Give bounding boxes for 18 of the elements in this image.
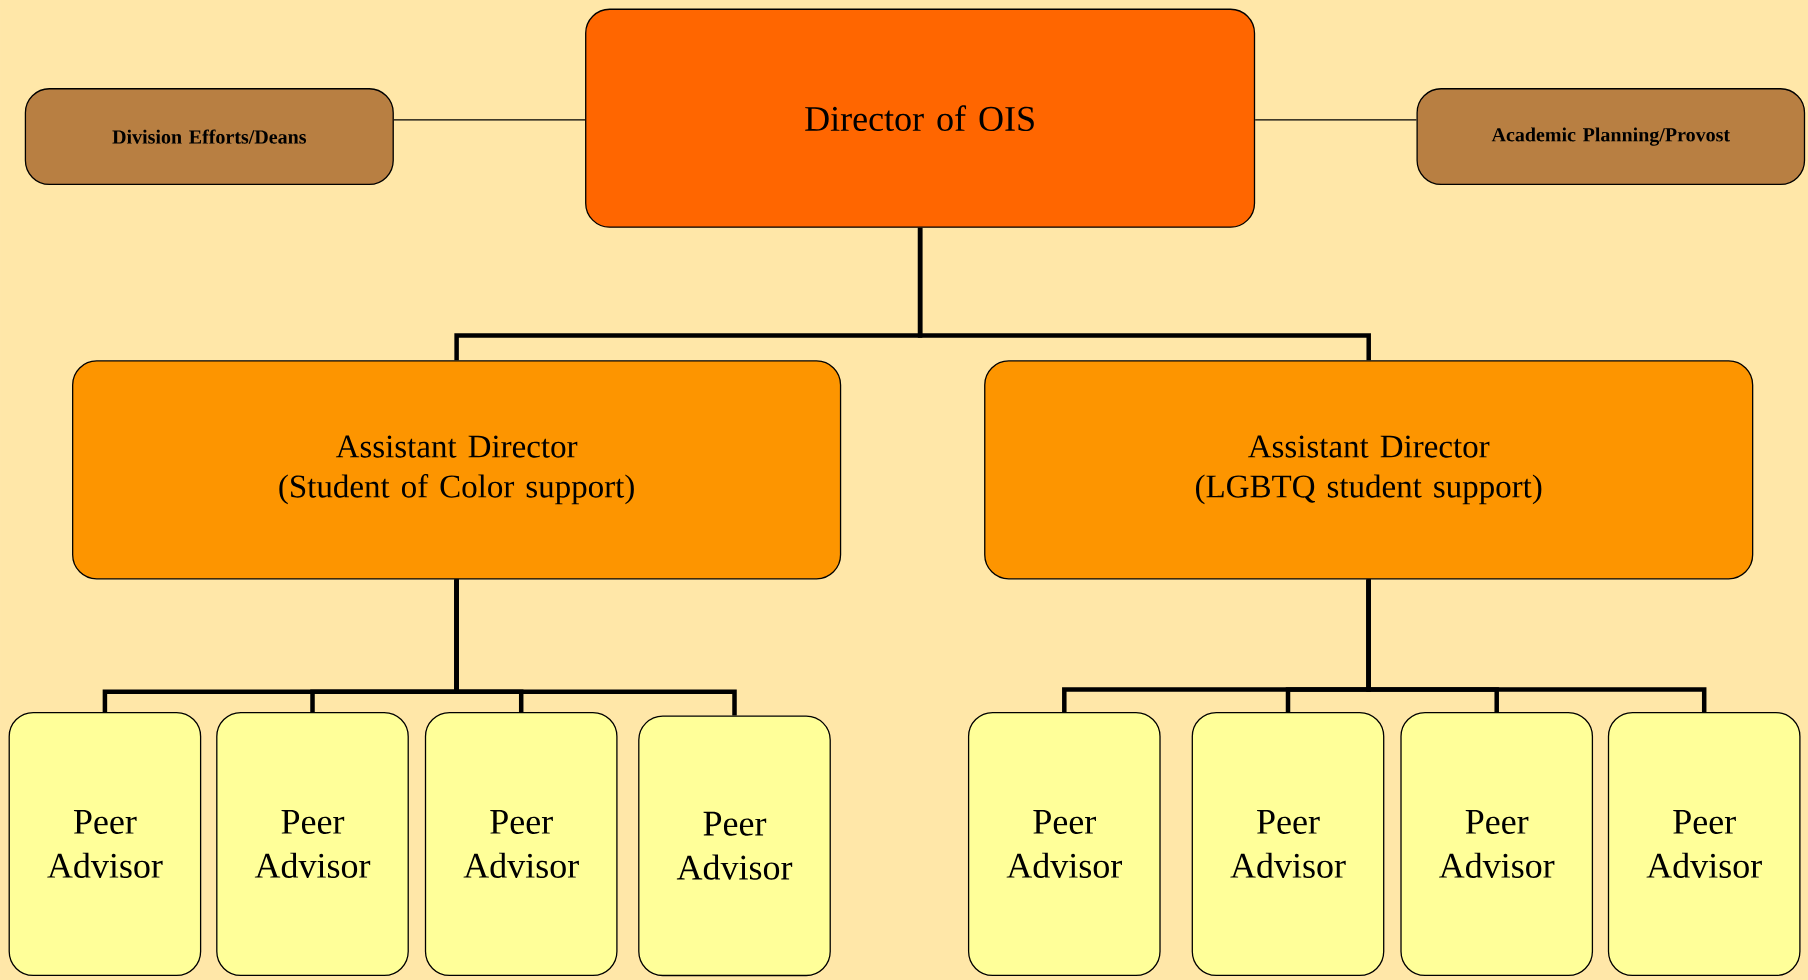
connector-line (454, 579, 737, 716)
peer-advisor-box: Peer Advisor (216, 711, 409, 977)
side-box: Academic Planning/Provost (1416, 88, 1806, 186)
peer-advisor-box: Peer Advisor (967, 711, 1161, 977)
assistant-director-box: Assistant Director (LGBTQ student support) (984, 360, 1754, 580)
peer-advisor-box: Peer Advisor (424, 711, 618, 977)
peer-advisor-box: Peer Advisor (1607, 711, 1801, 977)
peer-advisor-box: Peer Advisor (8, 711, 202, 977)
connector-line (917, 227, 1371, 361)
peer-advisor-box: Peer Advisor (1400, 711, 1594, 977)
connector-line (393, 119, 586, 121)
peer-advisor-box: Peer Advisor (638, 715, 831, 977)
assistant-director-box: Assistant Director (Student of Color support) (72, 360, 842, 580)
director-box: Director of OIS (585, 8, 1256, 228)
connector-line (1254, 119, 1418, 121)
peer-advisor-box: Peer Advisor (1191, 711, 1385, 977)
connector-line (1366, 579, 1707, 712)
side-box: Division Efforts/Deans (24, 88, 394, 186)
